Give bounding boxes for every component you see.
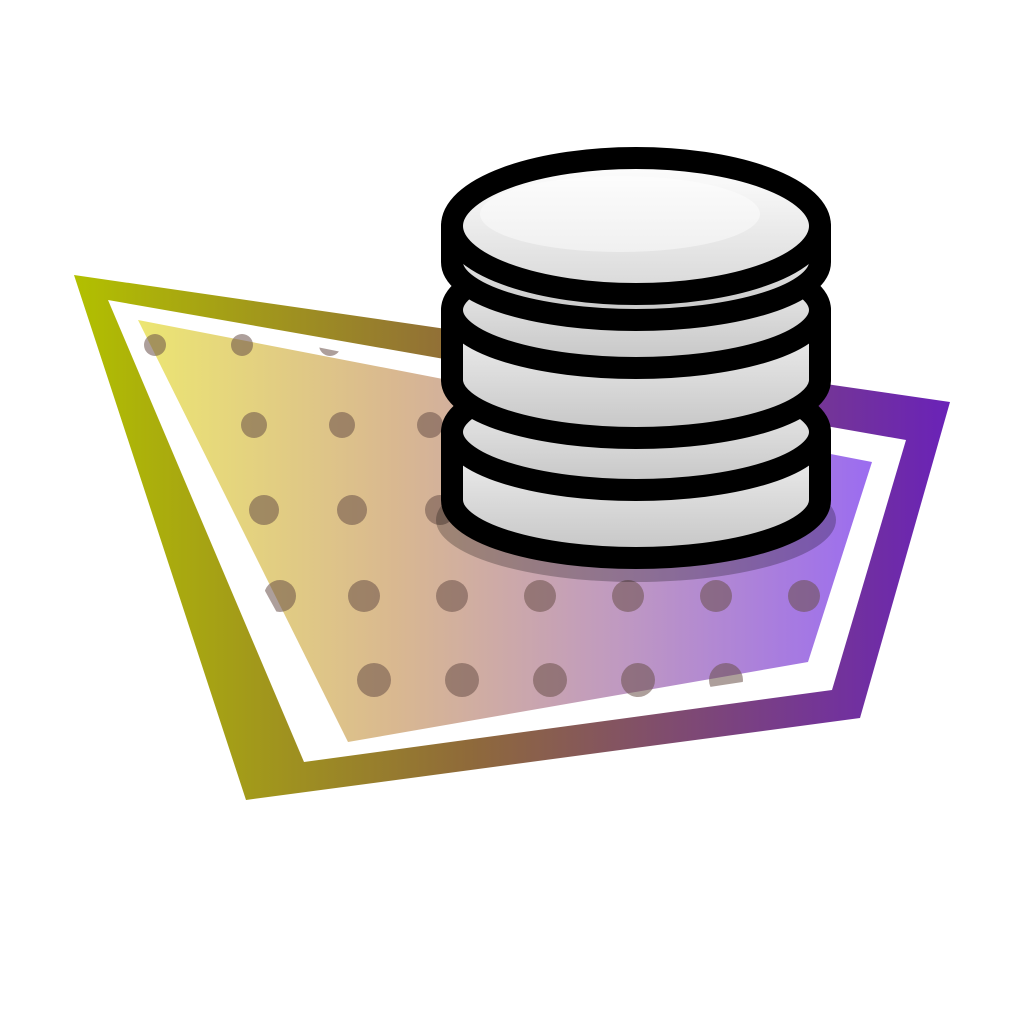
pattern-dot [621,663,655,697]
database-top-face [441,147,831,305]
pattern-dot [231,334,253,356]
pattern-dot [436,580,468,612]
pattern-dot [329,412,355,438]
pattern-dot [700,580,732,612]
pattern-dot [144,334,166,356]
pattern-dot [337,495,367,525]
pattern-dot [348,580,380,612]
pattern-dot [417,412,443,438]
database-icon [436,147,836,582]
pattern-dot [445,663,479,697]
pattern-dot [524,580,556,612]
pattern-dot [612,580,644,612]
pattern-dot [241,412,267,438]
pattern-dot [249,495,279,525]
dot-pattern [144,334,820,697]
pattern-dot [533,663,567,697]
pattern-dot [788,580,820,612]
pattern-dot [357,663,391,697]
